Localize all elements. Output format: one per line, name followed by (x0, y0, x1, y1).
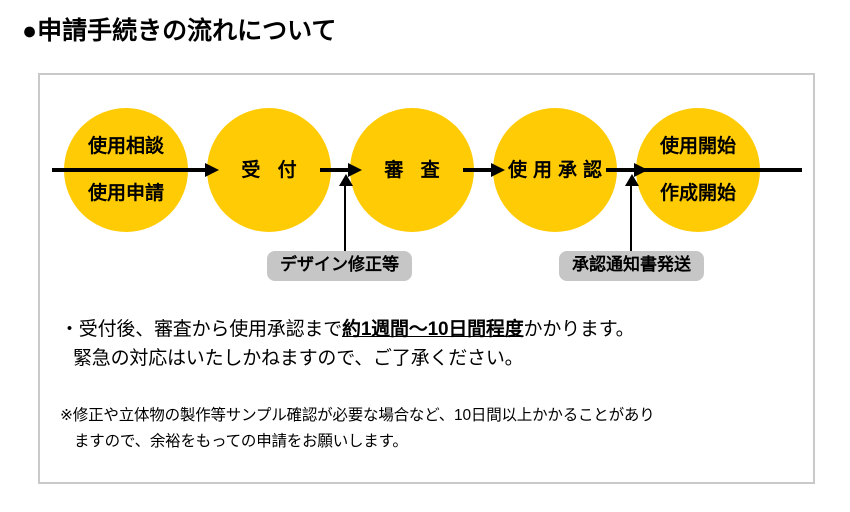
flow-arrow-right-3 (463, 163, 505, 177)
arrow-shaft (344, 182, 346, 252)
arrow-shaft (320, 168, 348, 172)
flow-node-approval[interactable]: 使用承認 (493, 108, 617, 232)
sub-note-line-2: ますので、余裕をもっての申請をお願いします。 (74, 432, 408, 450)
page-title: ●申請手続きの流れについて (22, 17, 337, 45)
feedback-label-design[interactable]: デザイン修正等 (267, 251, 412, 281)
flow-arrow-right-1 (177, 163, 219, 177)
arrow-shaft (177, 168, 205, 172)
feedback-arrow-up-approval (625, 174, 639, 252)
process-flow-diagram: 使用相談 使用申請 受 付 審 査 使用承認 (40, 75, 817, 300)
main-note-emphasis: 約1週間～10日間程度 (342, 319, 524, 340)
arrow-head-icon (339, 174, 353, 186)
sub-note-line-1: ※修正や立体物の製作等サンプル確認が必要な場合など、10日間以上かかることがあり (60, 407, 655, 424)
flow-node-start-label-1: 使用開始 (659, 136, 736, 157)
flow-node-review[interactable]: 審 査 (350, 108, 474, 232)
node-divider-line-consult (52, 168, 204, 172)
arrow-head-icon (491, 163, 505, 177)
main-note-line-2: 緊急の対応はいたしかねますので、ご了承ください。 (73, 348, 524, 370)
main-note-prefix: ・受付後、審査から使用承認まで (60, 319, 343, 340)
main-note: ・受付後、審査から使用承認まで約1週間～10日間程度かかります。 緊急の対応はい… (60, 315, 800, 374)
arrow-head-icon (205, 163, 219, 177)
flow-node-consult-label-1: 使用相談 (87, 136, 164, 157)
flow-node-reception[interactable]: 受 付 (207, 108, 331, 232)
flow-node-start-label-2: 作成開始 (659, 183, 736, 204)
sub-note: ※修正や立体物の製作等サンプル確認が必要な場合など、10日間以上かかることがあり… (60, 403, 805, 454)
flow-node-approval-label: 使用承認 (507, 159, 608, 181)
flow-node-consult-label-2: 使用申請 (87, 183, 164, 204)
node-divider-line-start (640, 168, 802, 172)
arrow-shaft (606, 168, 634, 172)
flow-arrow-right-4 (606, 163, 648, 177)
flow-node-review-label: 審 査 (384, 159, 446, 181)
flow-arrow-right-2 (320, 163, 362, 177)
flow-node-reception-label: 受 付 (241, 159, 303, 181)
feedback-label-approval[interactable]: 承認通知書発送 (559, 251, 704, 281)
arrow-head-icon (625, 174, 639, 186)
feedback-arrow-up-design (339, 174, 353, 252)
arrow-head-icon (634, 163, 648, 177)
main-note-suffix: かかります。 (523, 319, 635, 340)
content-frame: 使用相談 使用申請 受 付 審 査 使用承認 (38, 73, 815, 484)
arrow-shaft (630, 182, 632, 252)
arrow-head-icon (348, 163, 362, 177)
arrow-shaft (463, 168, 491, 172)
